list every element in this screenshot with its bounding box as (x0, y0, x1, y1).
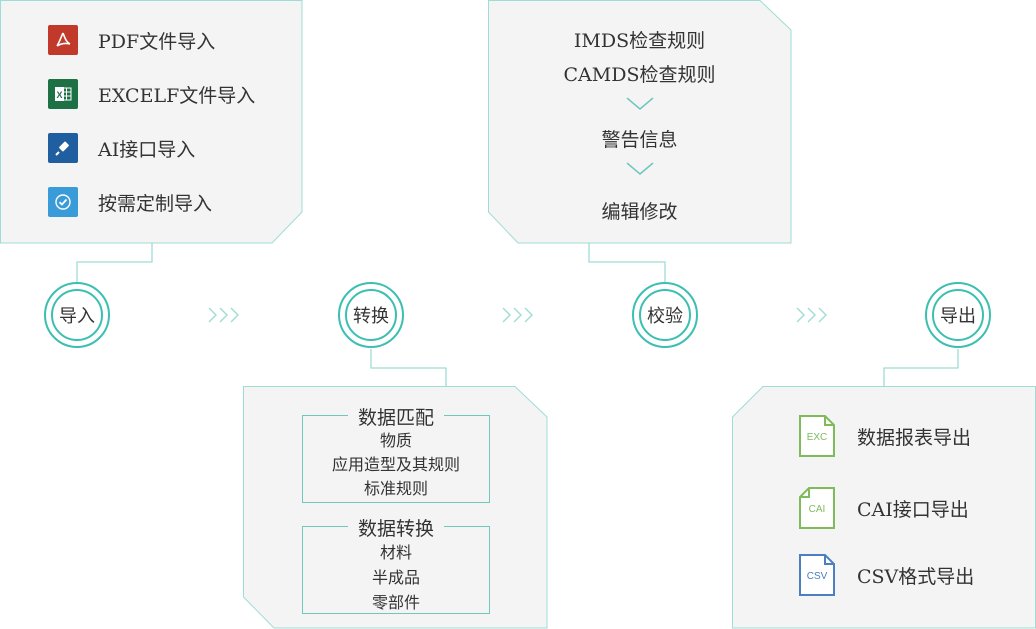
step-convert[interactable]: 转换 (338, 282, 404, 348)
step-verify[interactable]: 校验 (632, 282, 698, 348)
step-import[interactable]: 导入 (44, 282, 110, 348)
data-match-line: 物质 (379, 431, 412, 450)
import-item-excel[interactable]: X EXCELF文件导入 (48, 78, 255, 110)
check-panel-frame (488, 0, 792, 244)
import-item-ai[interactable]: AI接口导入 (48, 132, 195, 164)
data-convert-line: 零部件 (371, 593, 420, 612)
csv-file-icon: CSV (799, 554, 835, 596)
import-panel-frame (0, 0, 303, 244)
data-convert-title: 数据转换 (347, 514, 445, 541)
data-convert-line: 半成品 (371, 568, 420, 587)
checkmark-icon (48, 187, 78, 217)
excel-file-icon: EXC (799, 415, 835, 457)
export-item-label: 数据报表导出 (857, 426, 972, 449)
cai-file-icon: CAI (799, 487, 835, 529)
file-type-label: CAI (808, 504, 826, 515)
data-convert-box: 数据转换 材料 半成品 零部件 (302, 514, 490, 614)
svg-text:X: X (56, 90, 62, 100)
import-item-label: PDF文件导入 (98, 30, 216, 53)
pdf-icon (48, 25, 78, 55)
chevron-down-icon (626, 97, 654, 110)
import-item-label: EXCELF文件导入 (98, 84, 256, 107)
excel-icon: X (48, 79, 78, 109)
triple-chevron-right-icon (796, 307, 827, 323)
chevron-down-icon (626, 162, 654, 175)
convert-panel-frame (243, 386, 548, 629)
check-panel: IMDS检查规则 CAMDS检查规则 警告信息 编辑修改 (488, 0, 794, 244)
import-item-label: 按需定制导入 (98, 192, 213, 215)
triple-chevron-right-icon (502, 307, 533, 323)
data-match-line: 标准规则 (363, 479, 428, 498)
convert-panel: 数据匹配 物质 应用造型及其规则 标准规则 数据转换 材料 半成品 零部件 (243, 386, 549, 629)
data-convert-line: 材料 (379, 543, 412, 562)
import-panel: PDF文件导入 X EXCELF文件导入 AI接口导入 按需定制导入 (0, 0, 304, 244)
step-label: 导入 (51, 289, 103, 341)
export-panel: EXC 数据报表导出 CAI CAI接口导出 CSV CSV格式导出 (732, 386, 1036, 629)
step-label: 导出 (932, 289, 984, 341)
export-item-csv[interactable]: CSV CSV格式导出 (799, 554, 974, 596)
step-label: 校验 (639, 289, 691, 341)
import-item-label: AI接口导入 (98, 138, 196, 161)
edit-modify-text: 编辑修改 (601, 201, 678, 223)
file-type-label: EXC (806, 432, 828, 443)
step-export[interactable]: 导出 (925, 282, 991, 348)
export-item-label: CSV格式导出 (857, 565, 975, 588)
export-item-label: CAI接口导出 (857, 498, 969, 521)
import-item-custom[interactable]: 按需定制导入 (48, 186, 212, 218)
warning-info-text: 警告信息 (601, 129, 678, 151)
usb-plug-icon (48, 133, 78, 163)
step-label: 转换 (345, 289, 397, 341)
file-type-label: CSV (806, 571, 828, 582)
import-item-pdf[interactable]: PDF文件导入 (48, 24, 215, 56)
data-match-line: 应用造型及其规则 (331, 455, 460, 474)
export-item-report[interactable]: EXC 数据报表导出 (799, 415, 971, 457)
data-match-title: 数据匹配 (347, 403, 445, 430)
camds-rule-text: CAMDS检查规则 (563, 64, 716, 86)
imds-rule-text: IMDS检查规则 (573, 30, 706, 52)
triple-chevron-right-icon (208, 307, 239, 323)
data-match-box: 数据匹配 物质 应用造型及其规则 标准规则 (302, 403, 490, 503)
export-item-cai[interactable]: CAI CAI接口导出 (799, 487, 969, 529)
